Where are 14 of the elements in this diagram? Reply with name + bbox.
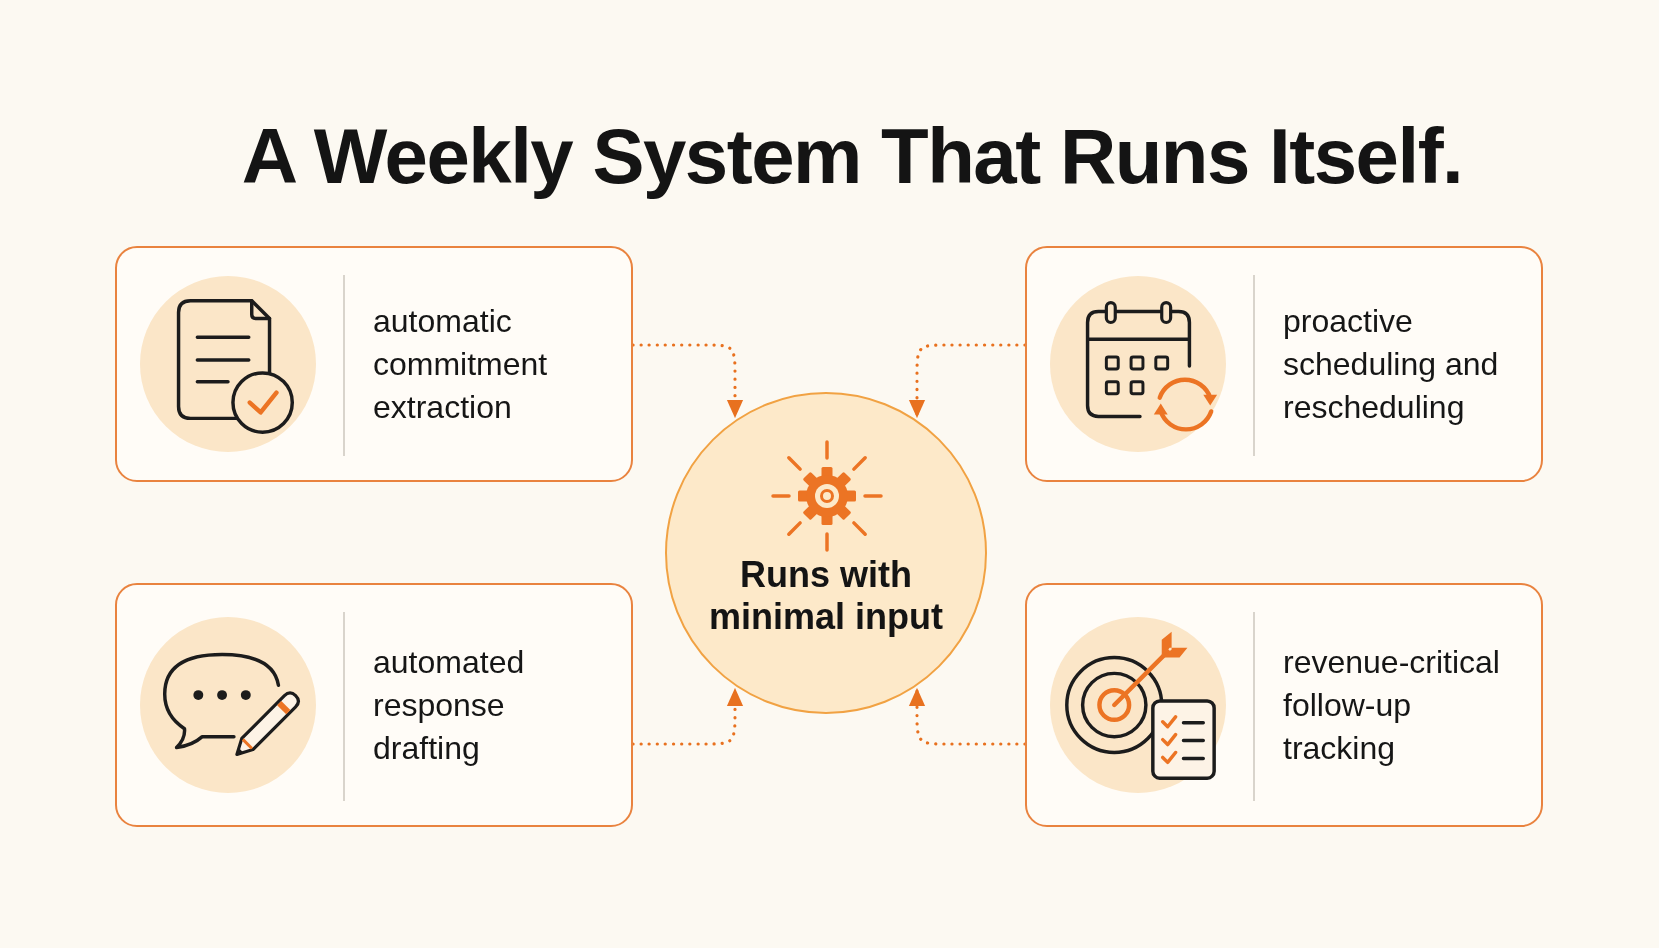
feature-label: proactive scheduling and rescheduling: [1283, 301, 1500, 427]
dotted-arrow: [908, 687, 1027, 746]
dotted-arrow: [631, 687, 744, 746]
feature-label: automated response drafting: [373, 642, 526, 768]
title: A Weekly System That Runs Itself.: [241, 111, 1463, 202]
feature-label: revenue-critical follow-up tracking: [1283, 642, 1501, 768]
feature-card: [1025, 246, 1543, 482]
feature-card: [1025, 583, 1543, 827]
feature-card: [115, 583, 633, 827]
feature-label: automatic commitment extraction: [373, 301, 549, 427]
hub-label: Runs with minimal input: [708, 554, 944, 638]
dotted-arrow: [908, 343, 1027, 419]
feature-card: [115, 246, 633, 482]
dotted-arrow: [631, 343, 744, 419]
